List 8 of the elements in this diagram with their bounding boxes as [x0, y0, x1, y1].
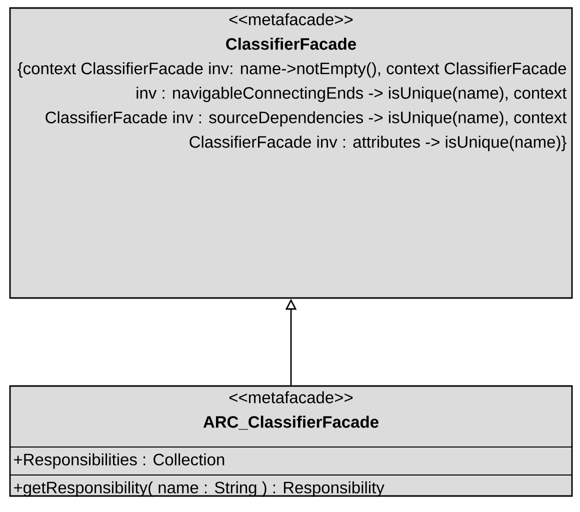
attribute-text: +Responsibilities : Collection — [14, 453, 224, 469]
stereotype-label: <<metafacade>> — [229, 391, 353, 404]
class-name: ClassifierFacade — [226, 38, 356, 50]
class-box — [9, 7, 573, 299]
class-name: ARC_ClassifierFacade — [203, 416, 378, 430]
constraint-text: {context ClassifierFacade inv: name->notEmpty(), context ClassifierFacade inv : navigableConnectingEnds -> isUnique(name), context ClassifierFacade inv : sourceDependencies -> isUnique(name), context ClassifierFacade inv : attributes -> isUnique(name)} — [18, 62, 567, 152]
stereotype-label: <<metafacade>> — [229, 13, 353, 26]
class-box — [9, 385, 573, 497]
